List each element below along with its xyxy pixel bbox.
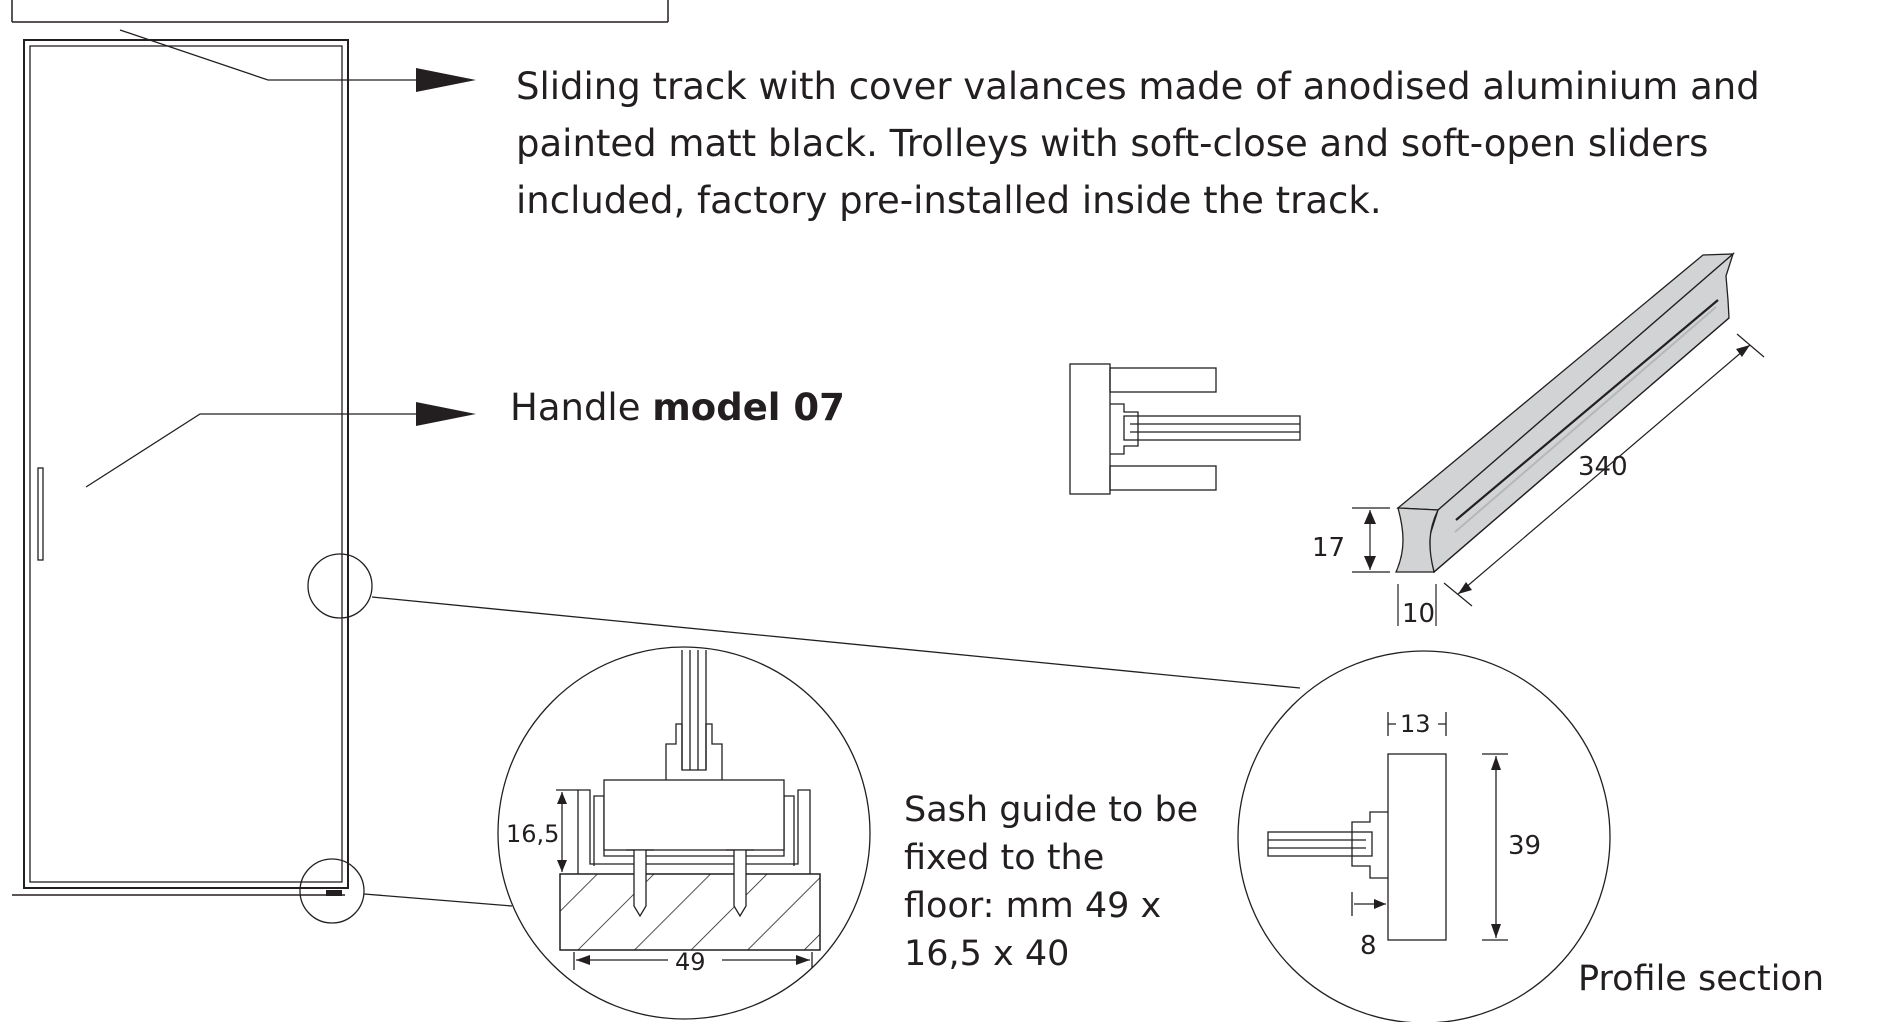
dimension-label-profile-height: 39 [1508,831,1541,861]
glass-holder [665,723,723,780]
handle-groove-edge [1454,306,1717,533]
dimension-label-guide-width: 49 [675,948,706,976]
floor-section-outline [559,873,821,951]
dimension-length [1443,333,1765,607]
dimension-arrow [576,955,590,965]
dimension-line [1457,344,1751,595]
dimension-label-profile-width: 13 [1400,710,1431,738]
profile-body [1387,753,1447,941]
dimension-height [1352,507,1390,573]
profile-section-detail: 13 39 8 [1237,650,1611,1022]
profile-clip [1351,811,1388,879]
detail-circle-floor [497,646,871,1020]
handle-top-face [1396,253,1735,511]
glass-panel [1123,415,1301,441]
dimension-arrow [1364,510,1376,524]
sash-guide-channel-inner [593,795,795,866]
glass-panel [1267,831,1373,857]
sash-guide-body [603,779,785,851]
handle-upper-arm [1109,367,1217,393]
leader-lines [85,29,1301,907]
handle-groove [1455,299,1719,521]
dimension-label-height: 17 [1312,533,1345,563]
handle-body [1069,363,1111,495]
dimension-arrow [557,792,567,804]
dimension-arrow [1491,756,1501,770]
dimension-label-length: 340 [1578,452,1628,482]
dimension-arrow [1736,345,1750,357]
door-frame-outer [23,39,349,889]
floor-section [559,873,821,951]
dimension-label-guide-height: 16,5 [506,820,559,848]
extension-line [1736,333,1765,358]
dimension-arrow [1374,899,1386,909]
track-leader-arrow [416,68,476,92]
handle-leader-line [85,413,420,488]
door-handle [37,467,44,561]
dimension-arrow [557,860,567,872]
detail-marker-profile [307,553,373,619]
handle-3d-view [1394,251,1735,574]
door-frame-inner [29,45,343,883]
floor-detail-connector [363,893,513,907]
handle-model-name: model 07 [652,386,845,429]
screw-left [626,849,654,918]
track-callout-text: Sliding track with cover valances made o… [516,65,1760,222]
sash-guide-channel [577,789,811,874]
handle-top-view [1069,363,1301,495]
dimension-arrow [1491,924,1501,938]
dimension-arrow [1458,582,1472,594]
handle-callout-prefix: Handle [510,386,653,429]
dimension-arrow [796,955,810,965]
dimension-arrow [1364,556,1376,570]
handle-side-face [1429,251,1735,574]
profile-section-caption: Profile section [1578,959,1825,999]
dimension-label-profile-offset: 8 [1360,931,1377,961]
sash-guide-callout-text: Sash guide to be fixed to the floor: mm … [904,790,1199,974]
handle-clip [1110,403,1139,455]
handle-callout-text: Handle model 07 [510,383,845,433]
handle-bottom-edge [1433,317,1730,573]
track-leader-line [119,29,420,81]
detail-marker-floor [299,858,365,924]
floor-guide-detail: 16,5 49 [497,646,871,1020]
extension-line [1443,582,1473,607]
detail-circle-profile [1237,650,1611,1022]
handle-leader-arrow [416,402,476,426]
handle-lower-arm [1109,465,1217,491]
profile-detail-connector [371,596,1301,689]
dimension-depth [1397,584,1437,626]
dimension-label-depth: 10 [1402,599,1435,629]
floor-guide-mark [326,890,342,896]
screw-right [726,849,754,918]
door-elevation [11,0,669,924]
